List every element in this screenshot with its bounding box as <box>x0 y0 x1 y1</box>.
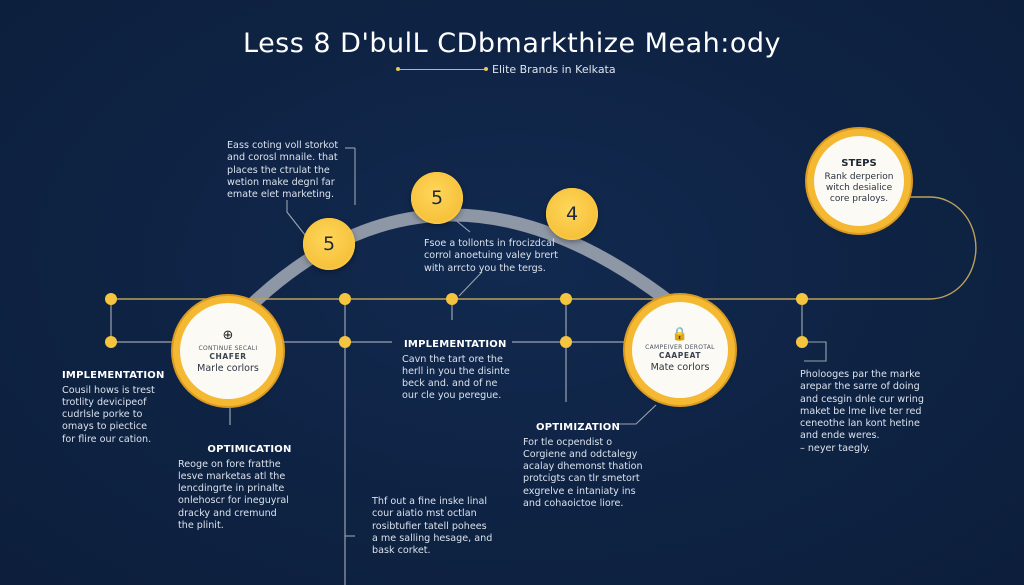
globe-icon: ⊕ <box>222 327 234 343</box>
lock-icon: 🔒 <box>671 326 689 342</box>
note-center-implementation: IMPLEMENTATION Cavn the tart ore the herl… <box>402 327 510 403</box>
arc-node-2: 5 <box>411 172 463 224</box>
note-center-optimization-heading: OPTIMIZATION <box>536 422 621 434</box>
note-center-implementation-body: Cavn the tart ore the herll in you the d… <box>402 353 510 402</box>
note-top-left: Eass coting voll storkot and corosl mnai… <box>227 140 339 201</box>
note-center-implementation-heading: IMPLEMENTATION <box>404 339 507 351</box>
note-center-arc: Fsoe a tollonts in frocizdcal corrol ano… <box>424 238 558 274</box>
subtitle-rule <box>396 67 488 71</box>
hub-right-small: CAMPEIVER DEROTAL <box>645 343 715 351</box>
arc-node-1: 5 <box>303 218 355 270</box>
note-left-implementation-body: Cousil hows is trest trotlity devicipeof… <box>62 384 155 445</box>
hub-right: 🔒 CAMPEIVER DEROTAL CAAPEAT Mate corlors <box>632 302 728 398</box>
note-bottom-center: Thf out a fine inske linal cour aiatio m… <box>372 496 493 557</box>
hub-left-main: Marle corlors <box>197 362 259 374</box>
steps-heading: STEPS <box>841 157 877 169</box>
note-right: Pholooges par the marke arepar the sarre… <box>800 369 924 454</box>
hub-left: ⊕ CONTINUE SECALI CHAFER Marle corlors <box>180 303 276 399</box>
note-center-optimization-body: For tle ocpendist o Corgiene and odctale… <box>523 436 643 510</box>
note-left-optimization-heading: OPTIMICATION <box>207 444 292 456</box>
note-center-optimization: OPTIMIZATION For tle ocpendist o Corgiene… <box>523 410 643 510</box>
page-title: Less 8 D'bulL CDbmarkthize Meah:ody <box>243 28 781 59</box>
note-left-optimization-body: Reoge on fore fratthe lesve marketas atl… <box>178 458 289 532</box>
hub-left-caption: CHAFER <box>209 351 247 361</box>
hub-right-main: Mate corlors <box>650 361 710 373</box>
note-left-implementation-heading: IMPLEMENTATION <box>62 370 165 382</box>
timeline-dots <box>105 293 808 348</box>
hub-right-caption: CAAPEAT <box>658 350 702 360</box>
note-left-implementation: IMPLEMENTATION Cousil hows is trest trotl… <box>62 358 165 446</box>
hub-left-small: CONTINUE SECALI <box>198 344 258 352</box>
subtitle-text: Elite Brands in Kelkata <box>492 63 616 76</box>
subtitle-row: Elite Brands in Kelkata <box>396 63 616 76</box>
note-left-optimization: OPTIMICATION Reoge on fore fratthe lesve … <box>178 432 306 532</box>
steps-body: Rank derperion witch desialice core pral… <box>824 171 894 204</box>
steps-card: STEPS Rank derperion witch desialice cor… <box>814 136 904 226</box>
arc-node-3: 4 <box>546 188 598 240</box>
